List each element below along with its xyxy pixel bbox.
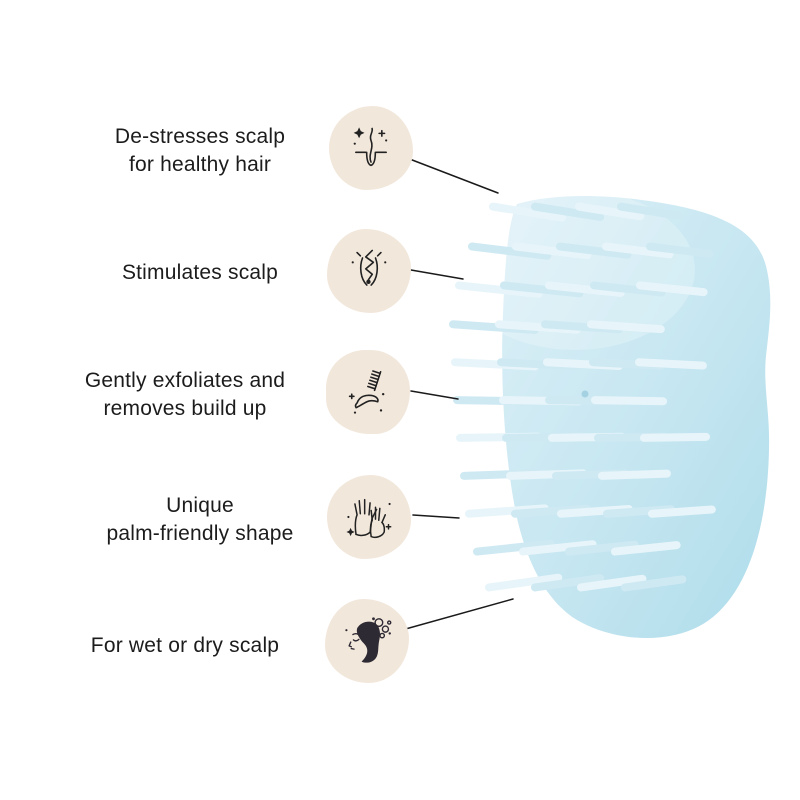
hair-follicle-sparkles-icon bbox=[353, 127, 388, 174]
brush-bristles bbox=[448, 202, 716, 592]
feature-label-line: for healthy hair bbox=[128, 152, 272, 176]
brush-bristle bbox=[450, 358, 539, 371]
brush-bristle bbox=[448, 320, 539, 334]
callout-line-1 bbox=[406, 157, 499, 194]
brush-bristle bbox=[555, 242, 632, 259]
brush-bristle bbox=[620, 575, 687, 592]
brush-bristle bbox=[484, 573, 563, 592]
feature-label-line: Stimulates scalp bbox=[121, 261, 279, 284]
feature-label-palm-shape: Unique palm-friendly shape bbox=[60, 492, 340, 547]
brush-bristle bbox=[518, 540, 597, 556]
feature-icon-blob-destress bbox=[329, 106, 413, 190]
feature-icon-blob-palm-shape bbox=[327, 475, 411, 559]
brush-bristle bbox=[645, 242, 714, 258]
feature-label-line: For wet or dry scalp bbox=[90, 634, 280, 657]
brush-bristle bbox=[540, 320, 623, 334]
brush-bristle bbox=[610, 541, 681, 556]
brush-vent-hole bbox=[581, 390, 589, 398]
brush-bristle bbox=[544, 281, 625, 297]
callout-line-5 bbox=[401, 598, 514, 631]
brush-bristle bbox=[530, 574, 605, 592]
brush-bristle bbox=[602, 505, 675, 518]
brush-bristle bbox=[634, 358, 707, 370]
feature-icon-blob-wet-dry bbox=[325, 599, 409, 683]
feature-label-wet-dry: For wet or dry scalp bbox=[45, 632, 325, 660]
feature-label-line: palm-friendly shape bbox=[106, 521, 294, 545]
brush-bristle bbox=[589, 281, 666, 297]
brush-bristle bbox=[496, 358, 581, 371]
brush-bristle bbox=[597, 469, 671, 480]
brush-bristle bbox=[586, 320, 665, 334]
feature-label-destress: De-stresses scalp for healthy hair bbox=[60, 123, 340, 178]
brush-bristle bbox=[601, 242, 674, 259]
feature-label-line: Gently exfoliates and bbox=[84, 369, 286, 392]
brush-bristle bbox=[464, 504, 549, 518]
brush-bristle bbox=[574, 202, 645, 221]
callout-line-4 bbox=[412, 514, 460, 519]
brush-bristle bbox=[616, 202, 683, 220]
comb-in-hand-icon bbox=[342, 366, 385, 414]
feature-icon-blob-stimulates bbox=[327, 229, 411, 313]
brush-bristle bbox=[488, 202, 567, 222]
feature-label-line: removes build up bbox=[103, 396, 267, 420]
washing-hair-icon bbox=[345, 617, 393, 663]
brush-bristle bbox=[639, 432, 710, 442]
brush-bristle bbox=[510, 504, 591, 518]
callout-lines bbox=[401, 157, 514, 631]
brush-bristle bbox=[472, 539, 555, 556]
brush-bristle bbox=[511, 242, 592, 260]
callout-line-2 bbox=[410, 269, 464, 280]
brush-bristle bbox=[454, 281, 543, 298]
open-palms-icon bbox=[346, 491, 395, 543]
brush-bristle bbox=[564, 540, 639, 556]
feature-label-line: De-stresses scalp bbox=[114, 125, 286, 148]
callout-line-3 bbox=[410, 390, 459, 400]
feature-label-stimulates: Stimulates scalp bbox=[60, 259, 340, 287]
brush-bristle bbox=[530, 202, 605, 221]
brush-bristle bbox=[556, 504, 633, 518]
brush-bristle bbox=[647, 505, 716, 518]
brush-bristle bbox=[467, 242, 552, 260]
brush-bristle bbox=[635, 281, 708, 297]
hair-follicle-zigzag-icon bbox=[351, 245, 387, 297]
feature-label-line: Unique bbox=[166, 494, 234, 517]
brush-bristle bbox=[576, 574, 647, 592]
brush-body-highlight bbox=[455, 190, 695, 350]
feature-icon-blob-exfoliates bbox=[326, 350, 410, 434]
brush-body bbox=[502, 196, 771, 638]
feature-label-exfoliates: Gently exfoliates and removes build up bbox=[40, 367, 330, 422]
brush-bristle bbox=[590, 396, 667, 406]
brush-bristle bbox=[499, 281, 584, 298]
brush-bristle bbox=[494, 320, 581, 334]
